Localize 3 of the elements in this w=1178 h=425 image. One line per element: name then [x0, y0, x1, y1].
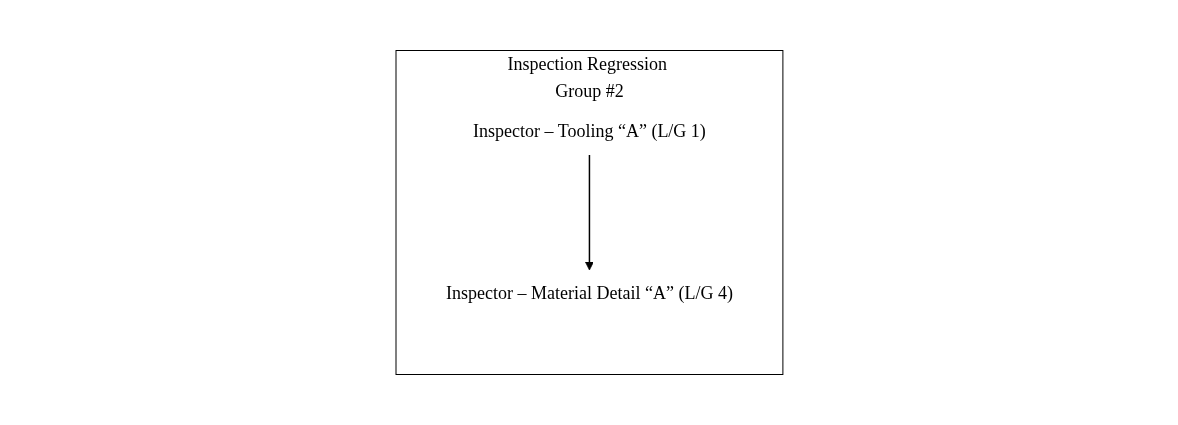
arrow	[584, 154, 594, 271]
node-text: Inspector – Material Detail “A” (L/G 4)	[445, 283, 733, 303]
node-text: Inspector – Tooling “A” (L/G 1)	[472, 121, 706, 141]
